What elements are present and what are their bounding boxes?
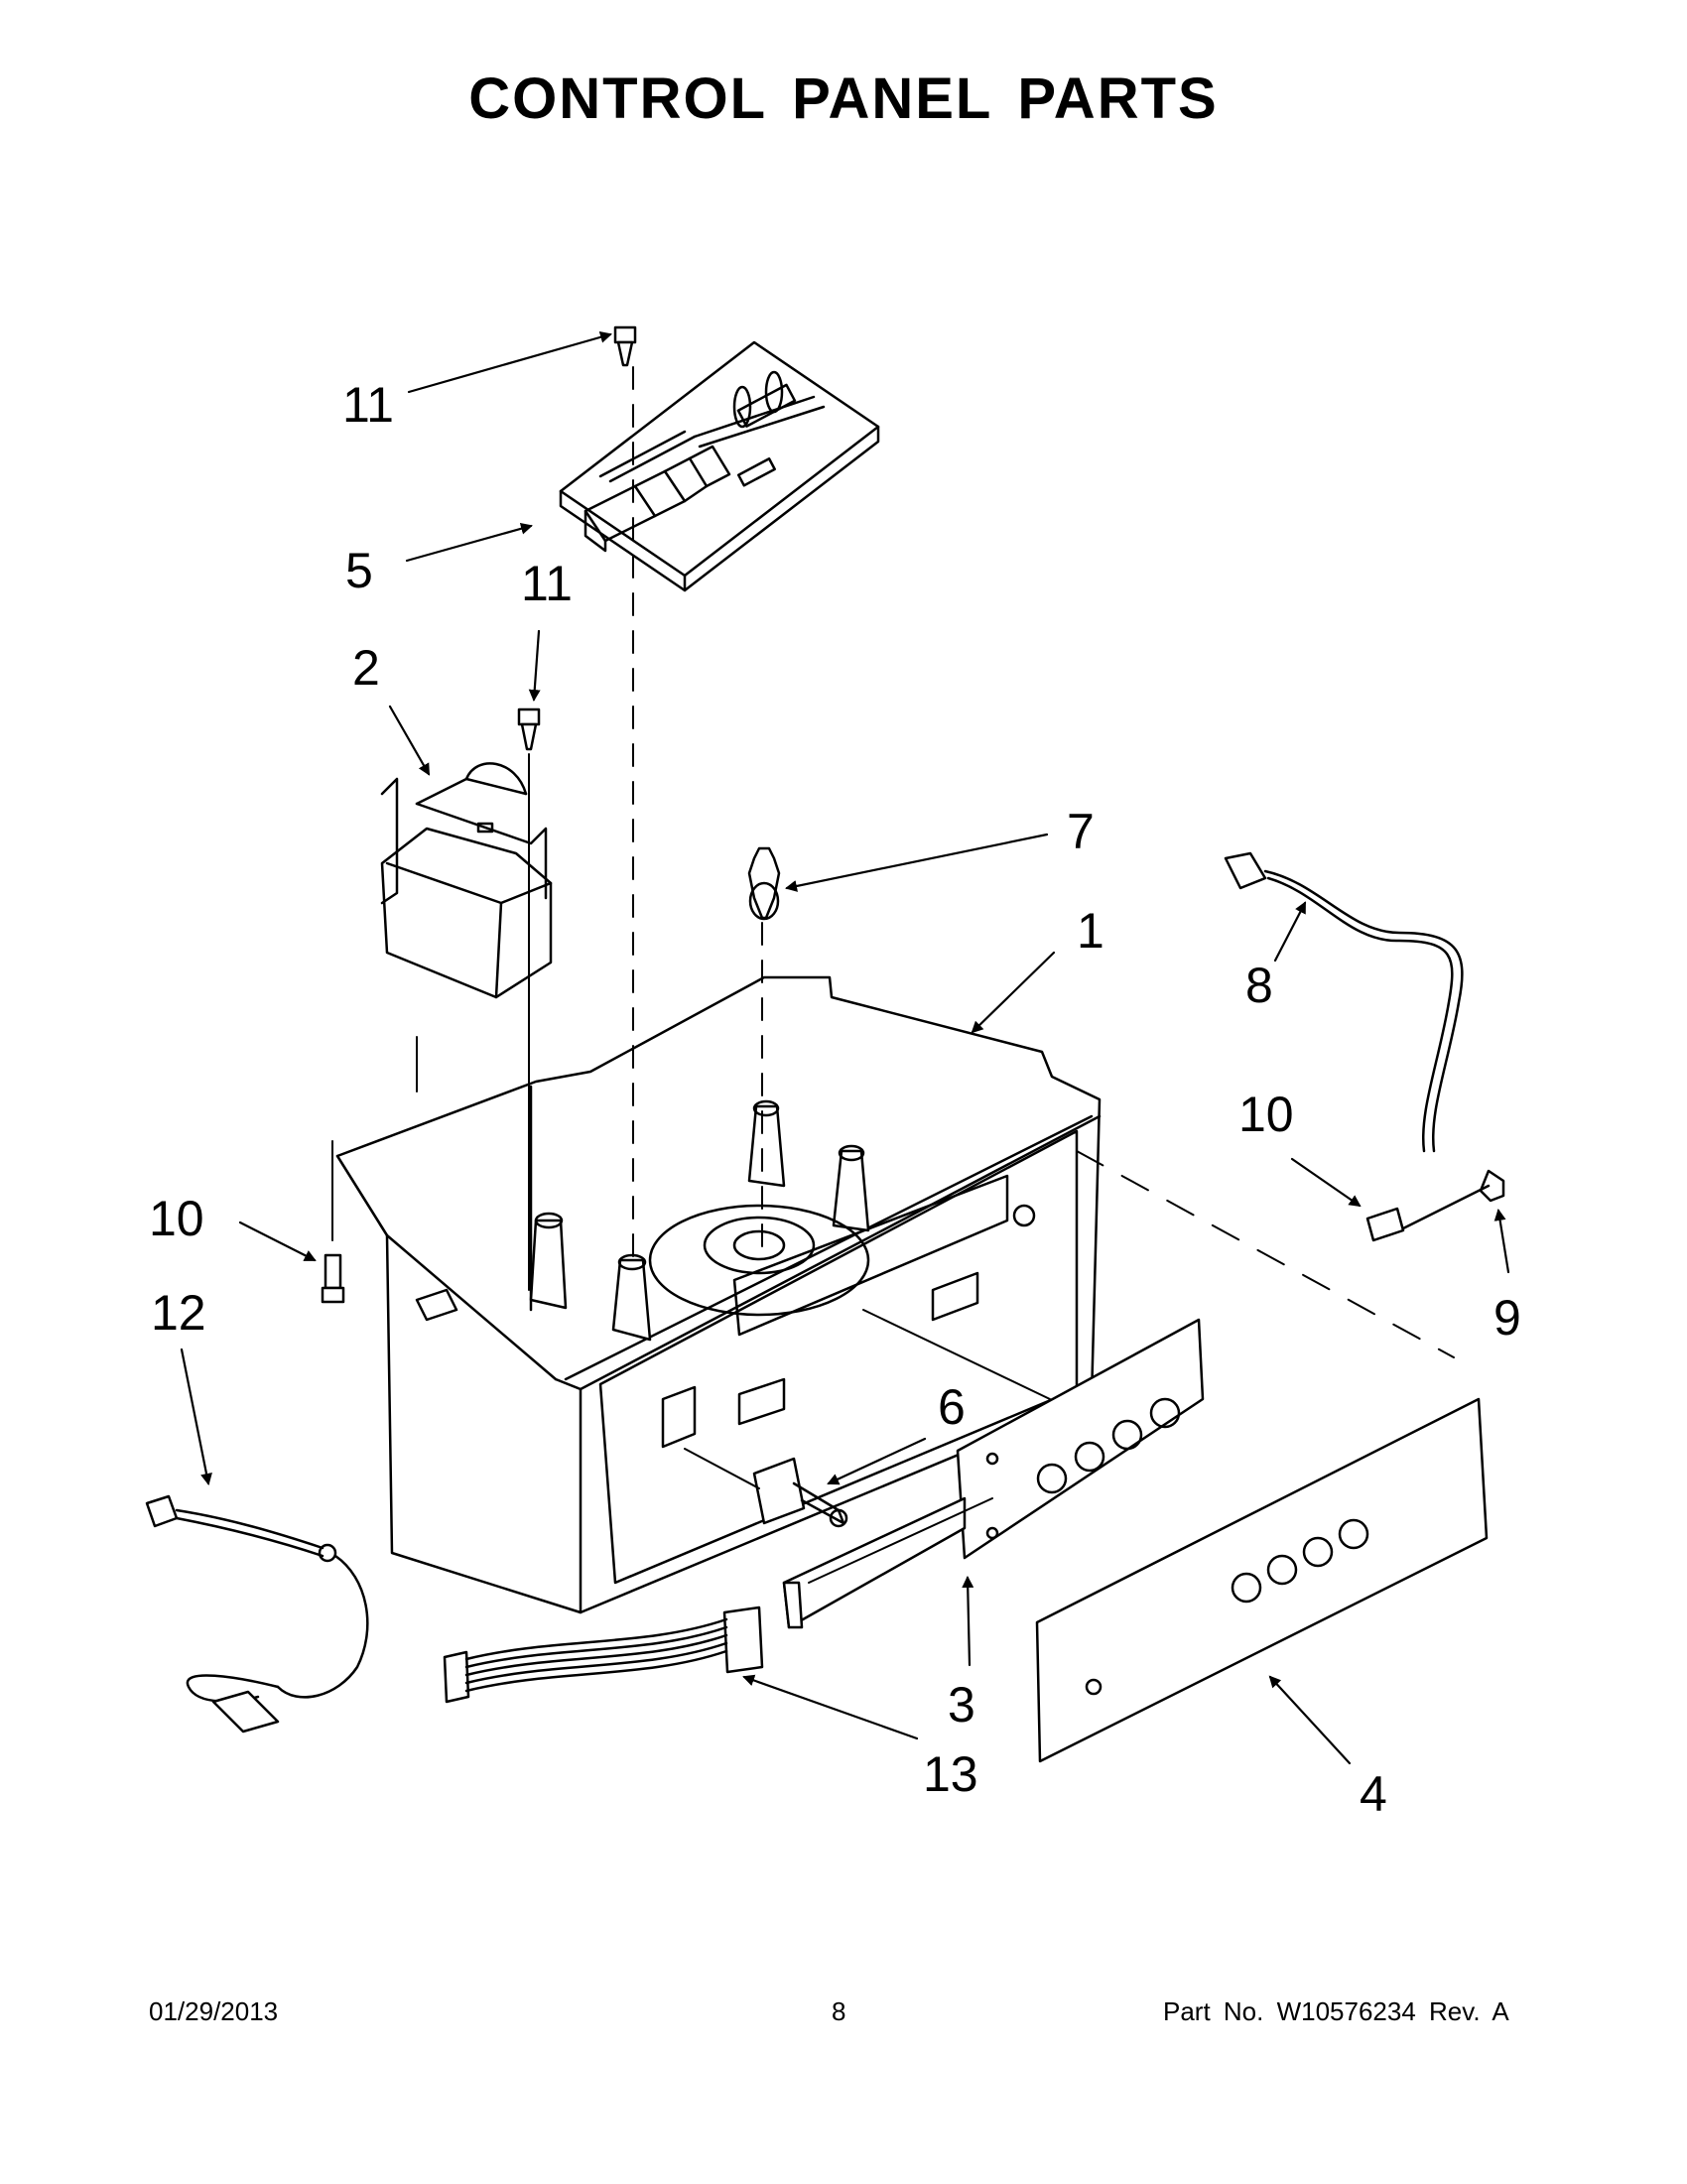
callout-7: 7 — [1067, 804, 1095, 859]
callout-11: 11 — [521, 556, 573, 611]
screw-part-11-left — [517, 707, 541, 751]
footer-date: 01/29/2013 — [149, 1996, 279, 2026]
footer-page-number: 8 — [832, 1996, 846, 2026]
callout-6: 6 — [938, 1379, 966, 1435]
callout-3: 3 — [948, 1677, 975, 1733]
callout-10: 10 — [149, 1191, 204, 1246]
callout-12: 12 — [151, 1285, 206, 1341]
callout-2: 2 — [352, 640, 380, 696]
transformer-part-2 — [380, 762, 553, 999]
callout-10: 10 — [1238, 1087, 1294, 1142]
alignment-lines — [331, 366, 1455, 1584]
callout-11: 11 — [342, 377, 394, 433]
callout-13: 13 — [923, 1746, 978, 1802]
screw-part-10-right — [1365, 1207, 1405, 1242]
callout-4: 4 — [1360, 1766, 1387, 1822]
sensor-harness-part-12 — [145, 1494, 369, 1734]
wire-harness-part-13 — [443, 1606, 764, 1704]
clamp-part-9 — [1397, 1169, 1505, 1232]
control-board-part-5 — [559, 340, 880, 592]
switch-part-6 — [752, 1457, 848, 1528]
page-title: CONTROL PANEL PARTS — [468, 66, 1219, 131]
overlay-part-4 — [1035, 1397, 1489, 1763]
lamp-part-7 — [747, 846, 781, 921]
ribbon-cable — [782, 1496, 967, 1629]
screw-part-10-left — [321, 1253, 345, 1304]
callout-5: 5 — [345, 543, 373, 598]
footer-part-number: Part No. W10576234 Rev. A — [1163, 1996, 1509, 2026]
callout-labels: 11 5 11 2 7 1 8 10 10 12 9 6 3 13 4 — [149, 377, 1521, 1822]
callout-9: 9 — [1493, 1290, 1521, 1346]
screw-part-11-top — [613, 325, 637, 367]
leader-arrows — [180, 330, 1510, 1765]
callout-8: 8 — [1245, 958, 1273, 1013]
callout-1: 1 — [1077, 903, 1104, 959]
wire-harness-part-8 — [1224, 851, 1464, 1153]
